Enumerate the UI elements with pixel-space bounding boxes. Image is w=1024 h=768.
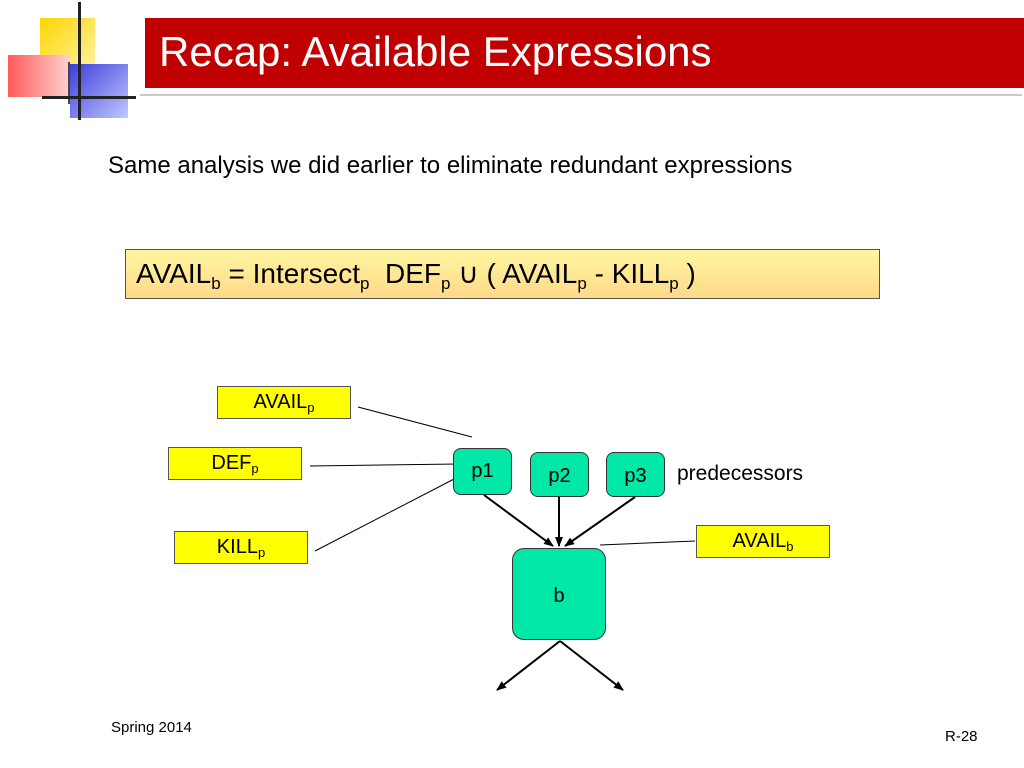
edge-p3-b [564, 496, 636, 547]
formula-sub-b: b [211, 274, 221, 293]
label-def-p-sub: p [251, 461, 259, 476]
label-kill-p: KILLp [174, 531, 308, 564]
leader-avail-b [599, 540, 696, 546]
formula-box: AVAILb = Intersectp DEFp ∪ ( AVAILp - KI… [125, 249, 880, 299]
leader-def-p [309, 463, 459, 467]
formula-intersect: = Intersect [220, 258, 360, 289]
formula-sub-p: p [669, 274, 679, 293]
edge-b-out-right [559, 640, 624, 691]
node-b: b [512, 548, 606, 640]
slide-subtitle: Same analysis we did earlier to eliminat… [108, 152, 793, 179]
label-avail-p-sub: p [307, 400, 315, 415]
node-p2: p2 [530, 452, 589, 497]
node-p1: p1 [453, 448, 512, 495]
logo-vertical-line [78, 2, 81, 120]
label-avail-b-sub: b [786, 539, 794, 554]
formula-avail: AVAIL [136, 258, 212, 289]
slide-title: Recap: Available Expressions [159, 28, 712, 75]
label-def-p: DEFp [168, 447, 302, 480]
label-avail-b-text: AVAIL [732, 530, 787, 552]
label-def-p-text: DEF [211, 452, 252, 474]
formula-def: DEF [369, 258, 442, 289]
formula-close: ) [678, 258, 696, 289]
label-kill-p-sub: p [257, 545, 266, 560]
node-p3: p3 [606, 452, 665, 497]
label-avail-p-text: AVAIL [253, 391, 308, 413]
logo-vertical-line-short [68, 62, 70, 104]
leader-avail-p [357, 406, 473, 438]
formula-sub-p: p [577, 274, 587, 293]
leader-kill-p [314, 477, 457, 552]
title-bar: Recap: Available Expressions [145, 18, 1024, 88]
label-avail-p: AVAILp [217, 386, 351, 419]
logo-red-square [8, 55, 70, 97]
edge-b-out-left [496, 640, 561, 691]
formula-text: AVAILb = Intersectp DEFp ∪ ( AVAILp - KI… [136, 255, 696, 303]
predecessors-label: predecessors [677, 462, 804, 485]
formula-sub-p: p [360, 274, 370, 293]
formula-union: ∪ ( AVAIL [450, 258, 578, 289]
formula-kill: - KILL [586, 258, 670, 289]
edge-p1-b [483, 494, 554, 547]
footer-slide-number: R-28 [945, 728, 978, 745]
footer-date: Spring 2014 [111, 719, 192, 736]
formula-sub-p: p [441, 274, 451, 293]
label-avail-b: AVAILb [696, 525, 830, 558]
logo-horizontal-line [42, 96, 136, 99]
title-underline [140, 94, 1022, 96]
label-kill-p-text: KILL [216, 536, 258, 558]
